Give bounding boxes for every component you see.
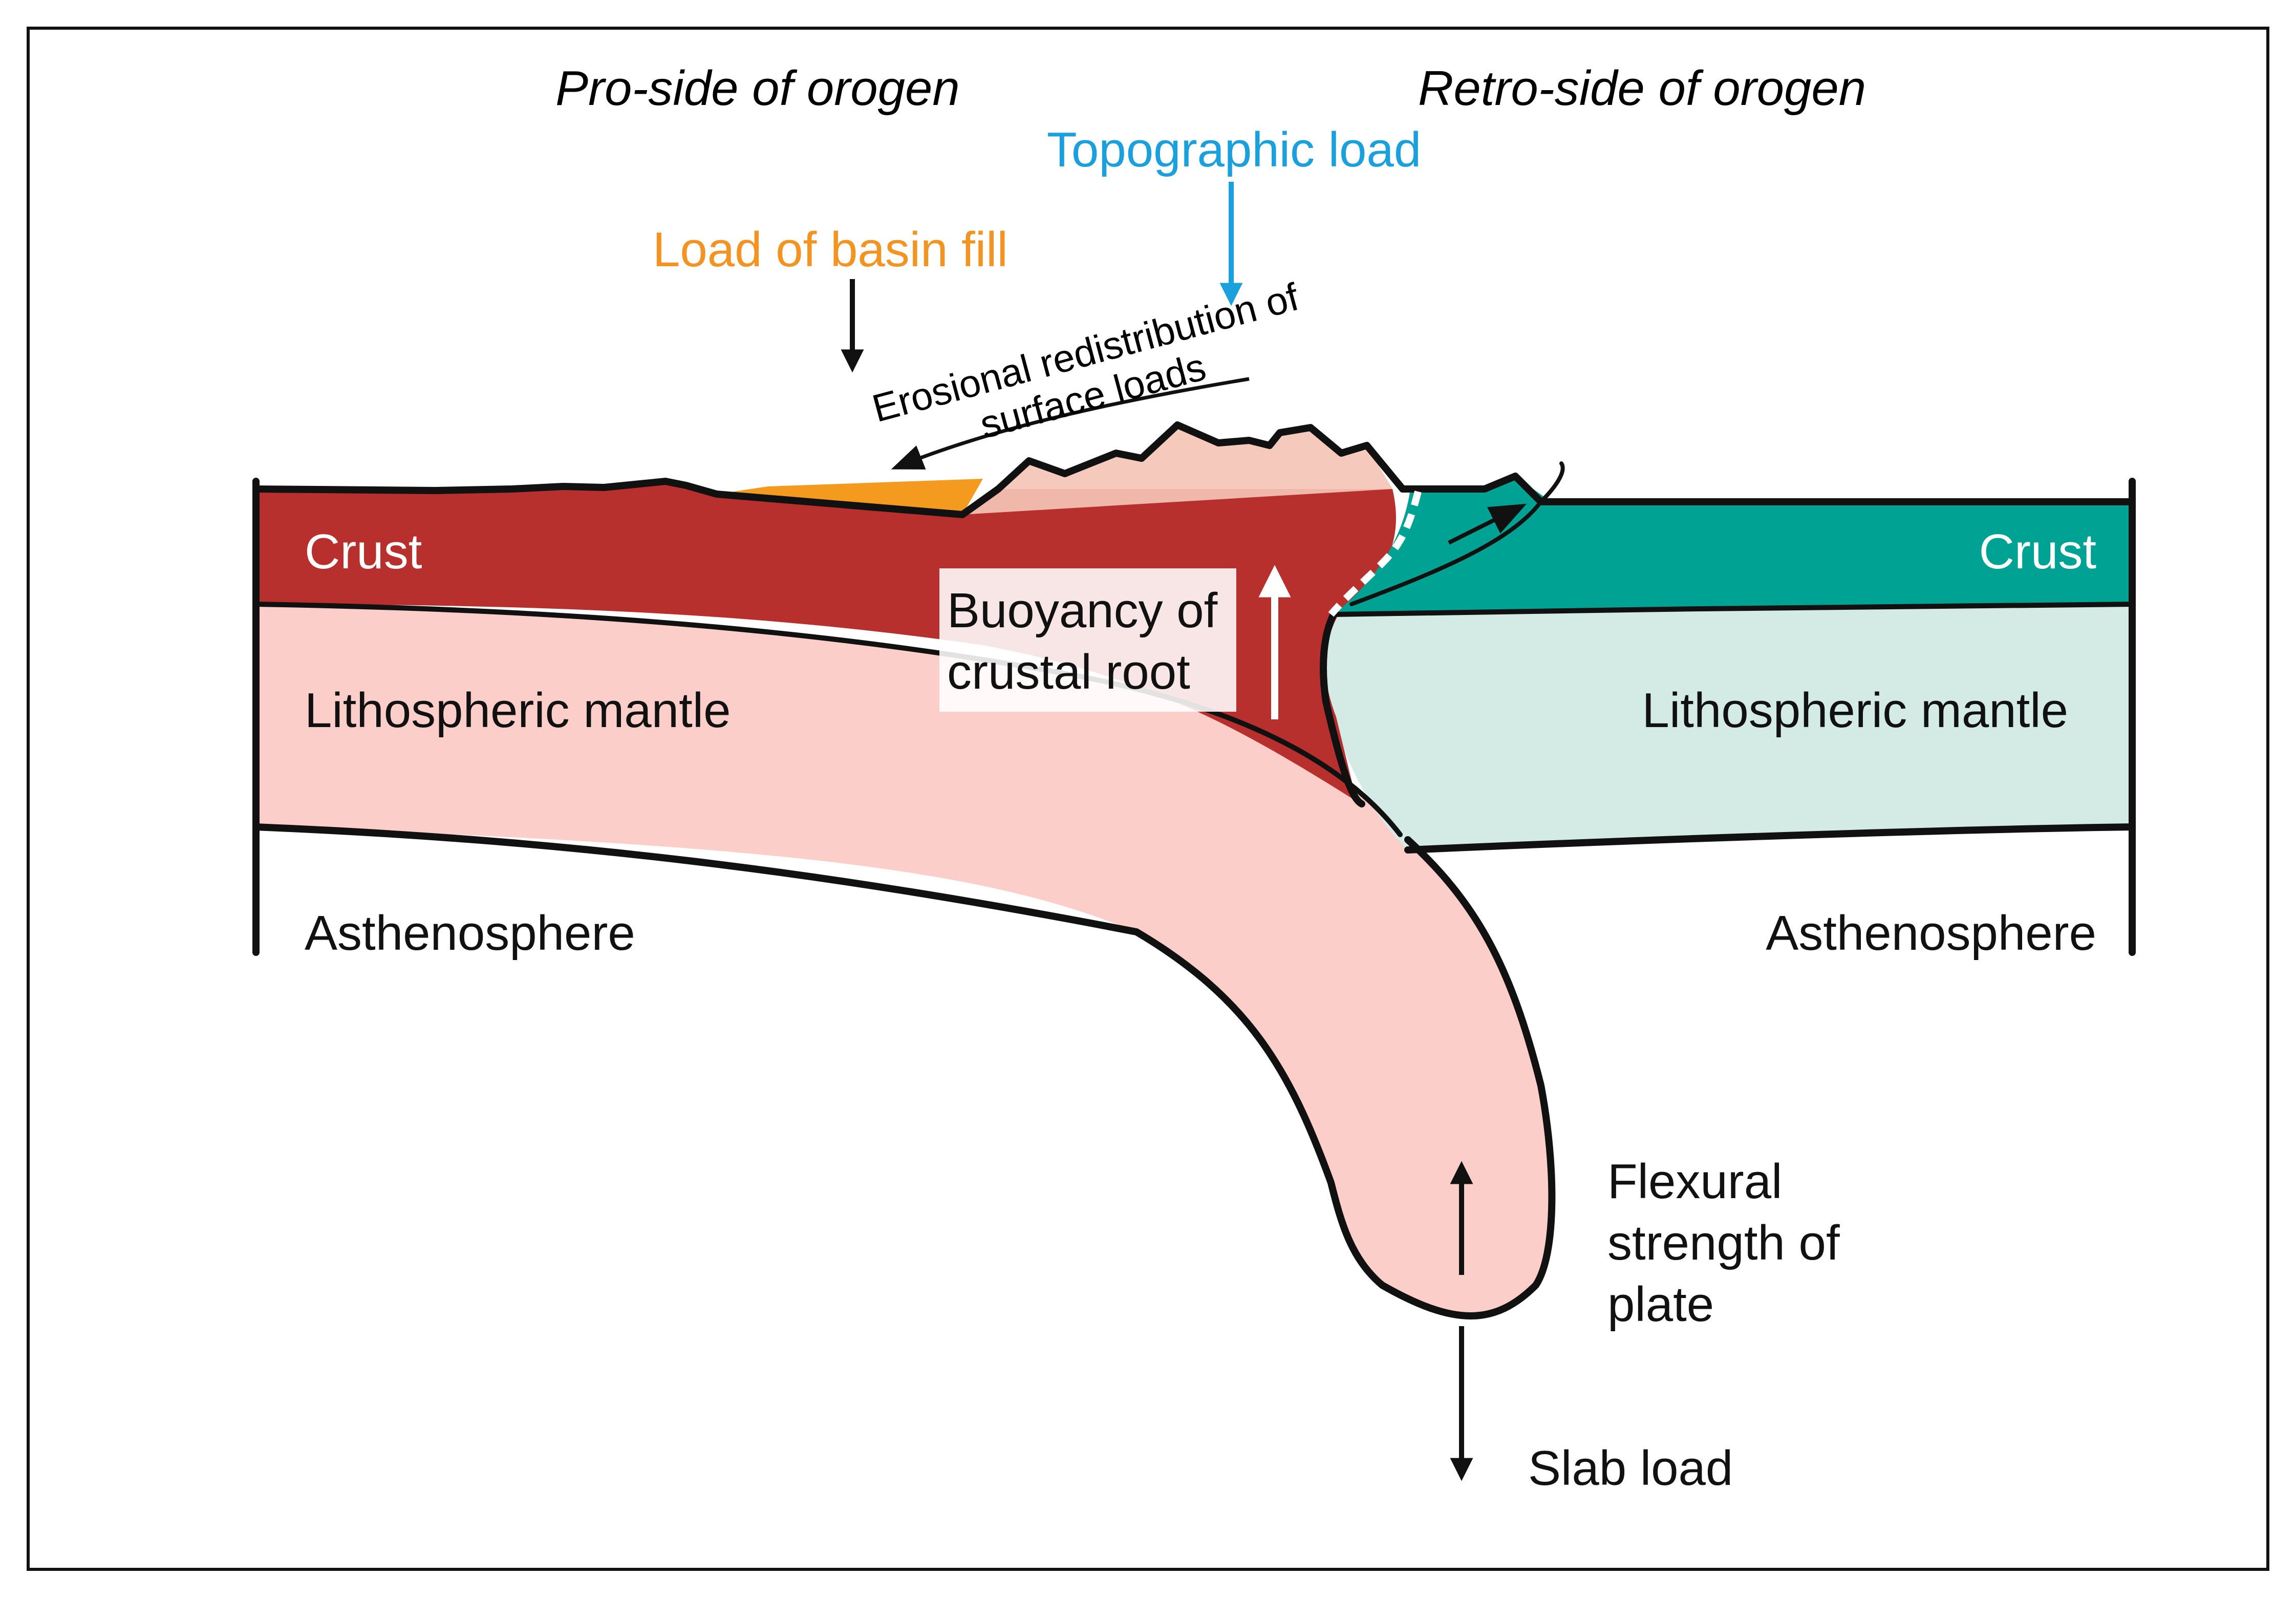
- crust-left-label: Crust: [305, 524, 422, 579]
- suture-dashed-line: [1328, 491, 1422, 617]
- flexural-label-line2: strength of: [1607, 1216, 1840, 1270]
- flexural-label-line3: plate: [1607, 1277, 1714, 1332]
- topographic-load-label: Topographic load: [1047, 122, 1421, 177]
- litho-mantle-left-label: Lithospheric mantle: [305, 683, 731, 738]
- figure-frame: [27, 27, 2269, 1571]
- pro-side-label: Pro-side of orogen: [555, 61, 960, 116]
- indenter-outline: [1320, 611, 1365, 807]
- basin-fill: [717, 479, 983, 515]
- basin-fill-load-label: Load of basin fill: [653, 222, 1008, 277]
- pro-crust: [256, 481, 1396, 801]
- litho-mantle-right-label: Lithospheric mantle: [1642, 683, 2068, 738]
- retro-lithospheric-mantle: [1323, 604, 2132, 850]
- buoyancy-label-line1: Buoyancy of: [947, 583, 1218, 638]
- buoyancy-label-box: [939, 568, 1236, 712]
- flexural-label-line1: Flexural: [1607, 1154, 1782, 1209]
- asthenosphere-right-label: Asthenosphere: [1766, 906, 2096, 961]
- retro-thrust-arrow: [1448, 503, 1527, 545]
- erosion-arrow: [891, 377, 1250, 470]
- buoyancy-label-line2: crustal root: [947, 645, 1190, 699]
- slab-load-label: Slab load: [1528, 1441, 1733, 1496]
- topographic-load-relief: [962, 425, 1392, 515]
- slab-base-outline: [252, 823, 1556, 1319]
- retro-mantle-base-outline: [1404, 823, 2136, 854]
- pro-surface-outline: [252, 421, 1406, 518]
- retro-moho-outline: [1331, 602, 2135, 617]
- crust-right-label: Crust: [1979, 524, 2096, 579]
- retro-surface-outline: [1399, 473, 2136, 505]
- retro-side-label: Retro-side of orogen: [1418, 61, 1866, 116]
- pro-lithospheric-mantle: [256, 604, 1552, 1316]
- asthenosphere-left-label: Asthenosphere: [305, 906, 635, 961]
